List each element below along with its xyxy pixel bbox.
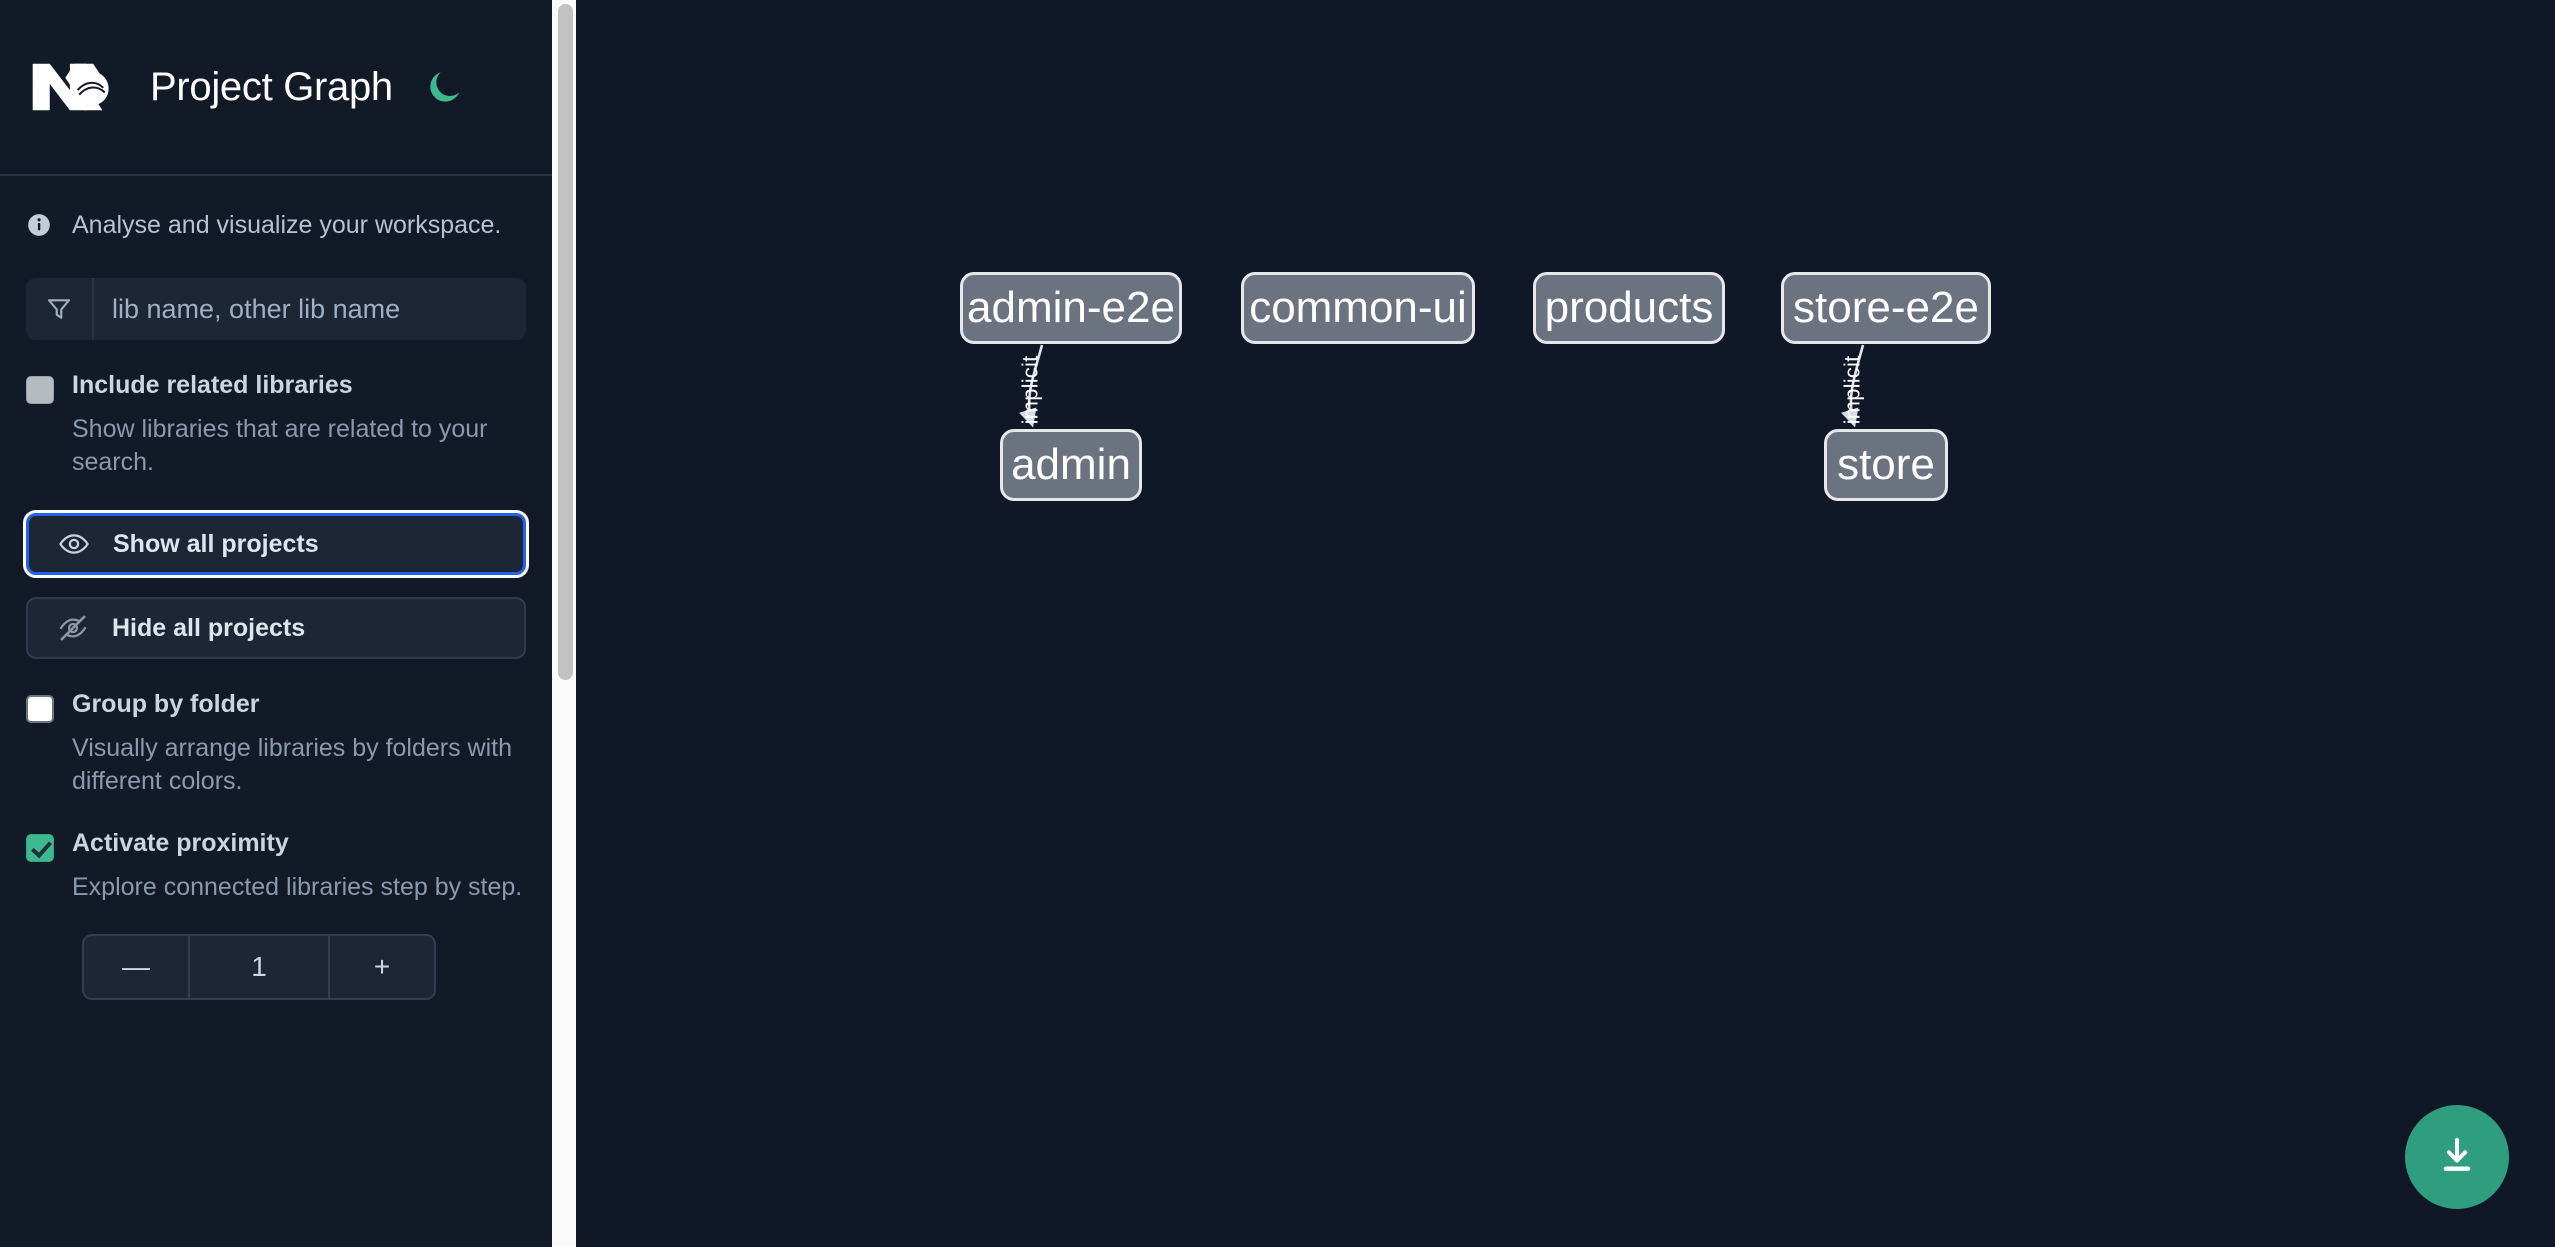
page-title: Project Graph [150, 64, 393, 109]
option-label: Activate proximity [72, 829, 289, 857]
proximity-increment-button[interactable]: + [373, 951, 391, 982]
sidebar-scrollbar-track[interactable] [552, 0, 576, 1247]
eye-icon [57, 527, 91, 561]
eye-off-icon [56, 611, 90, 645]
proximity-decrement-button[interactable]: — [122, 951, 150, 982]
sidebar-scrollbar-thumb[interactable] [558, 4, 573, 680]
graph-node-products[interactable]: products [1533, 272, 1725, 344]
option-group-by-folder: Group by folder Visually arrange librari… [26, 691, 526, 798]
graph-node-common-ui[interactable]: common-ui [1241, 272, 1475, 344]
info-icon [26, 212, 52, 238]
option-header: Group by folder [26, 691, 526, 723]
show-all-projects-button[interactable]: Show all projects [23, 510, 529, 578]
download-icon [2434, 1133, 2480, 1182]
hide-all-projects-button[interactable]: Hide all projects [26, 597, 526, 659]
graph-edges [1019, 344, 1865, 428]
graph-node-admin-e2e[interactable]: admin-e2e [960, 272, 1182, 344]
option-label: Include related libraries [72, 371, 353, 399]
download-button[interactable] [2405, 1105, 2509, 1209]
edge-label-admin-implicit: implicit [1017, 355, 1043, 425]
sidebar: Project Graph Analyse and visualize your… [0, 0, 552, 1247]
moon-icon[interactable] [423, 65, 467, 109]
proximity-stepper: — 1 + [82, 934, 436, 1000]
workspace-info-text: Analyse and visualize your workspace. [72, 210, 502, 239]
option-header: Activate proximity [26, 830, 526, 862]
option-activate-proximity: Activate proximity Explore connected lib… [26, 830, 526, 904]
include-related-libraries-checkbox[interactable] [26, 376, 54, 404]
edge-label-store-implicit: implicit [1839, 355, 1865, 425]
option-label: Group by folder [72, 690, 260, 718]
graph-canvas[interactable]: implicit implicit admin-e2e common-ui pr… [552, 0, 2555, 1247]
option-description: Visually arrange libraries by folders wi… [72, 734, 513, 795]
graph-node-admin[interactable]: admin [1000, 429, 1142, 501]
option-description: Explore connected libraries step by step… [72, 873, 523, 901]
proximity-value: 1 [188, 936, 330, 998]
option-description: Show libraries that are related to your … [72, 415, 488, 476]
sidebar-controls: Include related libraries Show libraries… [0, 278, 552, 1000]
sidebar-header: Project Graph [0, 0, 552, 176]
hide-all-projects-label: Hide all projects [112, 613, 306, 642]
filter-field[interactable] [26, 278, 526, 340]
group-by-folder-checkbox[interactable] [26, 695, 54, 723]
graph-node-store[interactable]: store [1824, 429, 1948, 501]
show-all-projects-label: Show all projects [113, 529, 319, 558]
funnel-icon [26, 278, 94, 340]
workspace-info: Analyse and visualize your workspace. [0, 176, 552, 274]
search-input[interactable] [94, 278, 526, 340]
visibility-buttons: Show all projects Hide all projects [23, 510, 529, 659]
nx-logo-icon [26, 56, 120, 118]
option-header: Include related libraries [26, 372, 526, 404]
option-include-related-libraries: Include related libraries Show libraries… [26, 372, 526, 479]
graph-node-store-e2e[interactable]: store-e2e [1781, 272, 1991, 344]
activate-proximity-checkbox[interactable] [26, 834, 54, 862]
